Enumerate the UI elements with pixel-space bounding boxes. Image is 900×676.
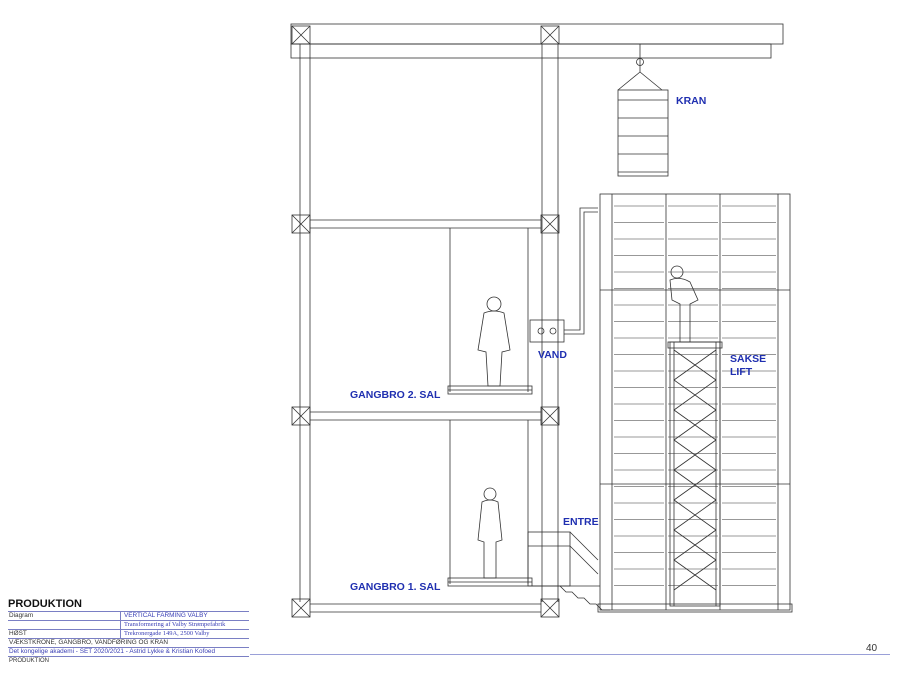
title-block-subtitle: VÆKSTKRONE, GANGBRO, VANDFØRING OG KRAN (8, 639, 249, 648)
title-block-row: Transformering af Valby Strømpefabrik (8, 621, 249, 630)
title-block-row: Diagram VERTICAL FARMING VALBY (8, 612, 249, 621)
person-scissor-lift (669, 265, 699, 343)
page-number: 40 (866, 643, 878, 654)
walkway-1st-floor (447, 420, 600, 587)
title-block-footer: PRODUKTION (9, 658, 50, 664)
column-middle (541, 44, 559, 602)
label-gangbro-2: GANGBRO 2. SAL (350, 389, 441, 401)
title-block: PRODUKTION Diagram VERTICAL FARMING VALB… (8, 599, 249, 665)
label-lift: LIFT (730, 366, 753, 378)
scissor-lift (667, 341, 723, 607)
water-pipe (529, 207, 598, 343)
water-pump (529, 319, 565, 343)
column-left (299, 44, 311, 602)
person-1st-floor (477, 487, 503, 579)
growth-shelves (614, 205, 776, 586)
title-block-heading: PRODUKTION (8, 599, 249, 612)
label-sakse: SAKSE (730, 353, 766, 365)
entre-stairs (527, 531, 610, 611)
title-block-row: HØST Trekronergade 149A, 2500 Valby (8, 630, 249, 639)
person-2nd-floor (477, 296, 511, 387)
growth-tower (597, 193, 793, 613)
crane (617, 44, 669, 177)
label-vand: VAND (538, 349, 567, 361)
label-gangbro-1: GANGBRO 1. SAL (350, 581, 441, 593)
title-block-school: Det kongelige akademi - SET 2020/2021 - … (8, 648, 249, 657)
label-entre: ENTRE (563, 516, 599, 528)
floor-beams (310, 219, 541, 613)
page-rule (250, 654, 890, 655)
label-kran: KRAN (676, 95, 706, 107)
column-cross-boxes (291, 25, 560, 618)
top-beam (290, 23, 784, 45)
